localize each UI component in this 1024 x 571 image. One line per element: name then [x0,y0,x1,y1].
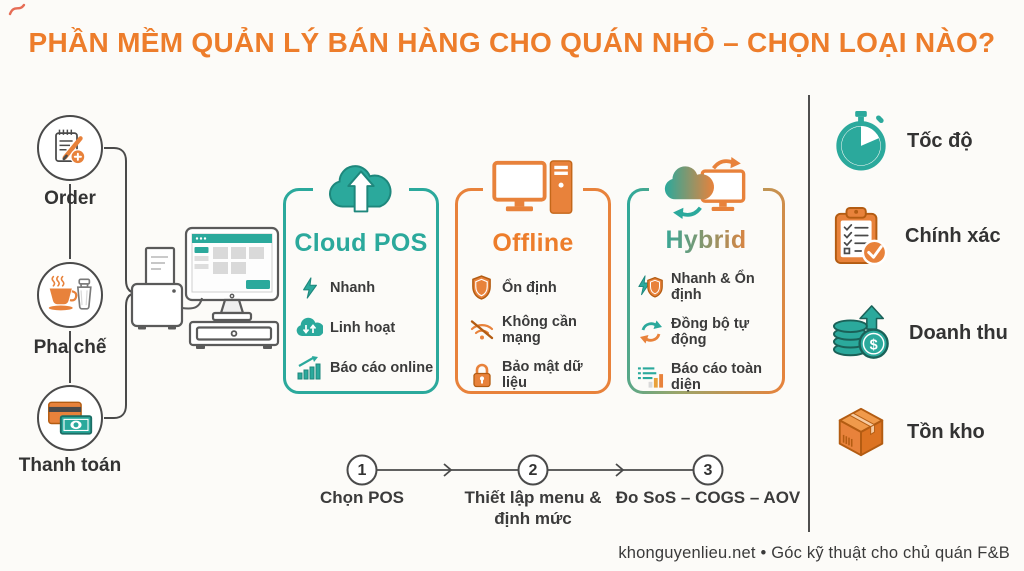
card-title-hybrid: Hybrid [627,226,785,255]
card-cloud-pos: Cloud POS Nhanh [283,159,439,394]
page-title: PHẦN MỀM QUẢN LÝ BÁN HÀNG CHO QUÁN NHỎ –… [28,27,996,58]
lightning-shield-icon [637,274,664,301]
shield-icon [468,274,495,301]
vertical-divider [808,95,810,532]
feature-linh-hoat: Linh hoạt [296,314,436,341]
timeline-step-1-number: 1 [357,462,367,479]
workflow-label-payment: Thanh toán [18,455,122,476]
order-notepad-icon [55,129,86,165]
feature-on-dinh: Ổn định [468,274,608,301]
padlock-icon [468,362,495,389]
workflow-node-payment [37,385,103,451]
feature-bao-cao-toan-dien: Báo cáo toàn diện [637,361,785,393]
timeline-step-3-label: Đo SoS – COGS – AOV [615,488,801,507]
coins-growth-icon: $ [832,304,892,362]
desktop-computer-icon [483,159,583,219]
report-chart-icon [637,364,664,391]
workflow-node-brew [37,262,103,328]
timeline-track [346,454,724,486]
benefit-speed: Tốc độ [832,110,1017,172]
feature-nhanh-on-dinh: Nhanh & Ổn định [637,271,785,303]
timeline-step-2-number: 2 [528,462,538,479]
cloud-flexible-icon [296,314,323,341]
feature-nhanh: Nhanh [296,274,436,301]
timeline-step-2-label: Thiết lập menu & định mức [464,488,602,528]
workflow-label-brew: Pha chế [33,337,107,358]
timeline-step-3-number: 3 [703,462,713,479]
clipboard-check-icon [832,206,888,266]
benefit-revenue: $ Doanh thu [832,304,1017,362]
dollar-glyph: $ [870,337,878,353]
sync-arrows-icon [637,319,664,346]
box-icon [832,404,890,460]
card-title-offline: Offline [492,229,574,257]
coffee-shaker-icon [48,275,92,311]
feature-bao-mat: Bảo mật dữ liệu [468,359,608,391]
card-offline: Offline Ổn định [455,159,611,394]
benefit-accuracy: Chính xác [832,206,1017,266]
cloud-monitor-sync-icon [649,156,763,220]
workflow-label-order: Order [44,188,96,209]
corner-mark-icon [8,3,26,16]
cloud-upload-icon [313,159,409,219]
payment-icon [48,401,93,435]
benefit-inventory: Tồn kho [832,404,1017,460]
workflow-node-order [37,115,103,181]
timeline-step-1-label: Chọn POS [319,488,405,507]
card-title-cloud-pos: Cloud POS [294,229,428,257]
stopwatch-icon [832,110,890,172]
footer-credit: khonguyenlieu.net • Góc kỹ thuật cho chủ… [618,544,1010,562]
card-hybrid: Hybrid Nhanh & Ổn định [627,156,785,394]
no-wifi-icon [468,317,495,344]
feature-khong-can-mang: Không cần mạng [468,314,608,346]
feature-dong-bo: Đồng bộ tự động [637,316,785,348]
chart-growth-icon [296,354,323,381]
pos-machine-illustration [130,226,280,349]
lightning-icon [296,274,323,301]
feature-bao-cao-online: Báo cáo online [296,354,436,381]
